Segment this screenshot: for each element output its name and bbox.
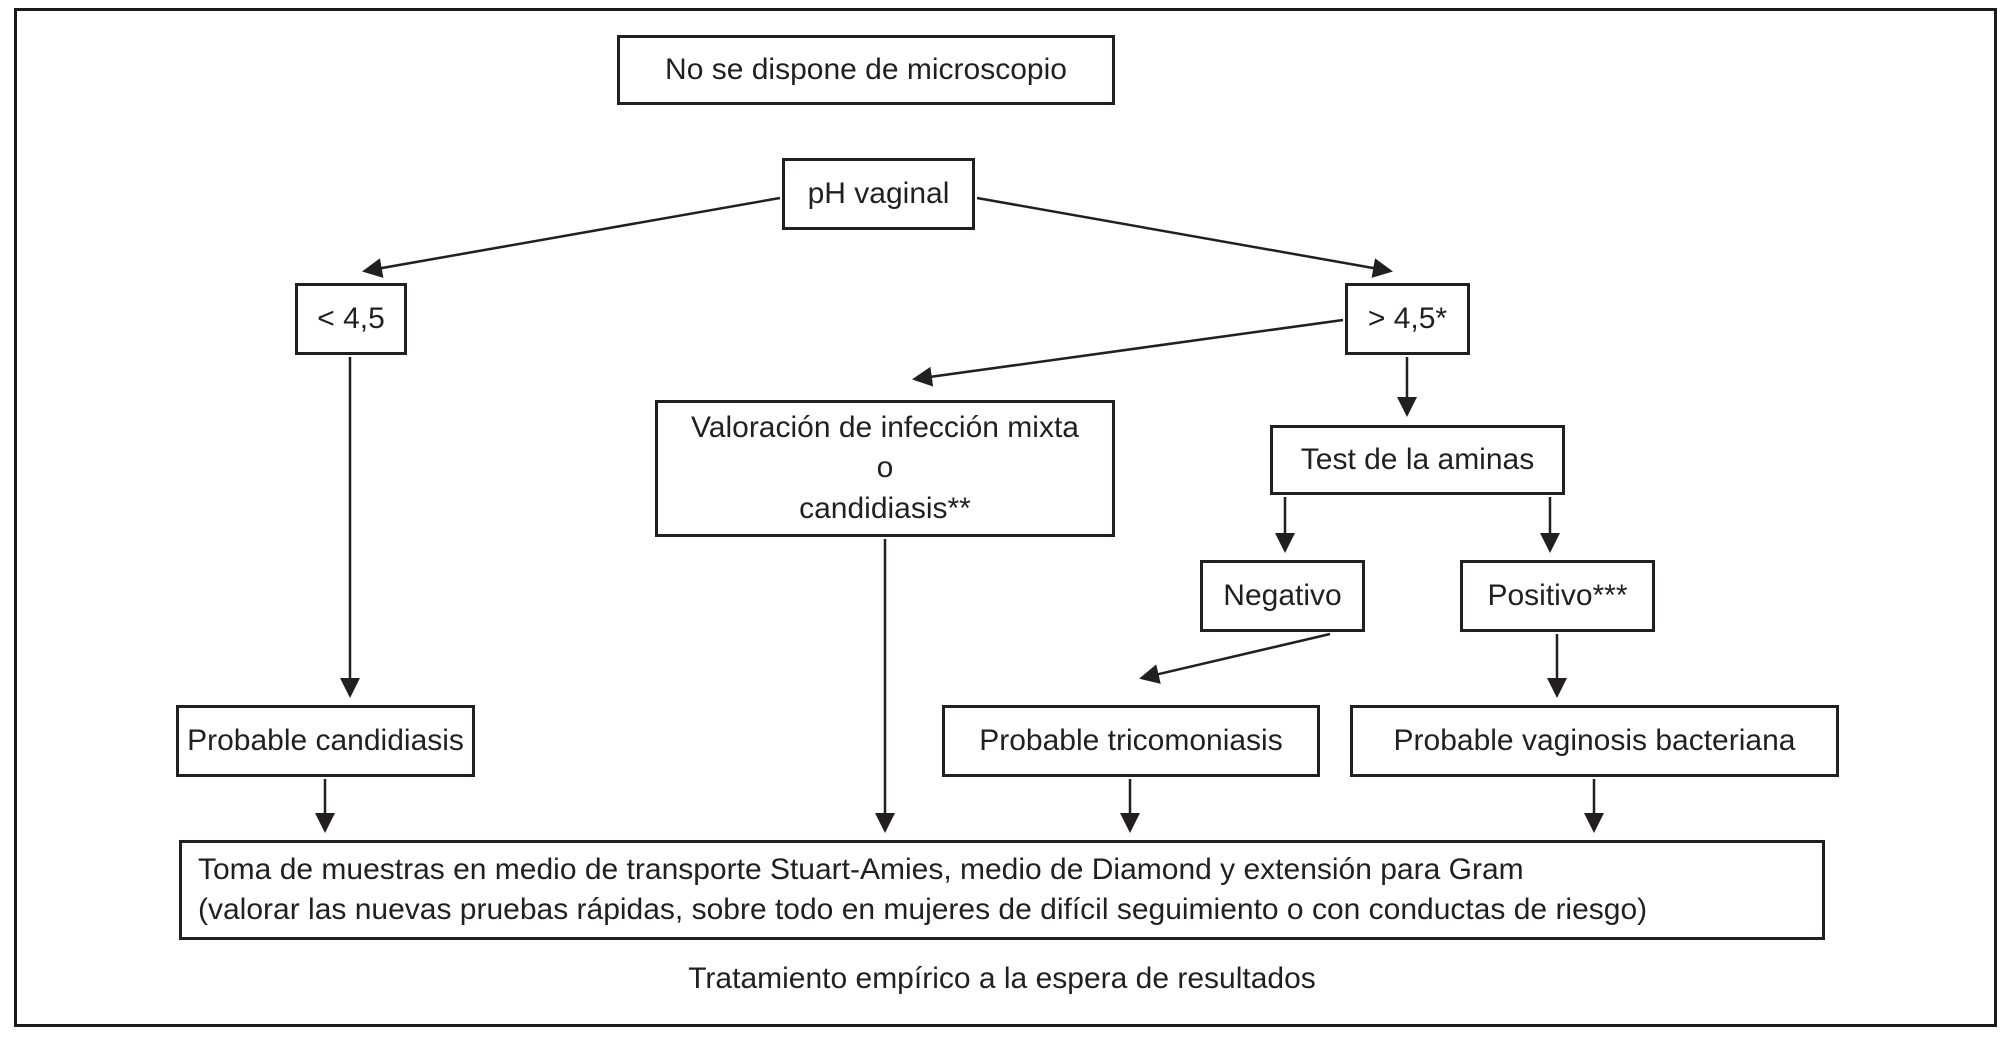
node-ph-less-than-4-5: < 4,5 (295, 283, 407, 355)
node-amine-negative: Negativo (1200, 560, 1365, 632)
node-ph-vaginal: pH vaginal (782, 158, 975, 230)
node-no-microscope: No se dispone de microscopio (617, 35, 1115, 105)
node-probable-bacterial-vaginosis: Probable vaginosis bacteriana (1350, 705, 1839, 777)
figure-border (14, 8, 1997, 1027)
node-sample-collection: Toma de muestras en medio de transporte … (179, 840, 1825, 940)
empirical-treatment-caption: Tratamiento empírico a la espera de resu… (688, 962, 1316, 995)
node-amine-positive: Positivo*** (1460, 560, 1655, 632)
node-probable-trichomoniasis: Probable tricomoniasis (942, 705, 1320, 777)
node-mixed-infection-assessment: Valoración de infección mixta o candidia… (655, 400, 1115, 537)
node-amine-test: Test de la aminas (1270, 425, 1565, 495)
node-probable-candidiasis: Probable candidiasis (176, 705, 475, 777)
node-ph-greater-than-4-5: > 4,5* (1345, 283, 1470, 355)
